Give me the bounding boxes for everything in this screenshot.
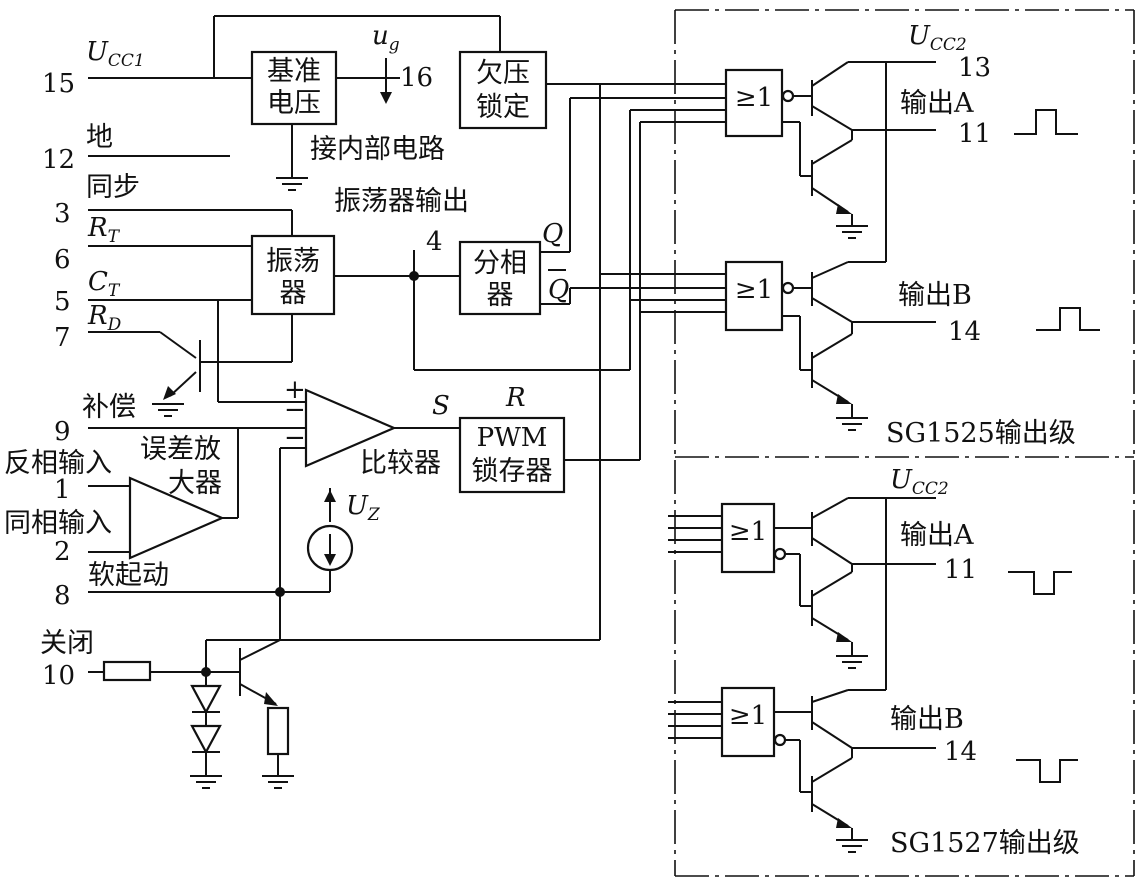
output-a-label-sg1527: 输出A — [900, 520, 974, 551]
softstart-label: 软起动 — [88, 560, 169, 591]
q-label: Q — [542, 219, 563, 249]
comparator-minus-2: − — [284, 423, 306, 453]
comparator-label: 比较器 — [360, 448, 441, 479]
output-a-label-sg1525: 输出A — [900, 88, 974, 119]
sg1527-output-stage-label: SG1527输出级 — [890, 828, 1080, 859]
output-b-label-sg1527: 输出B — [890, 704, 964, 735]
splitter-label-1: 分相 — [473, 248, 527, 279]
pin-15: 15 — [42, 69, 75, 99]
pin-2: 2 — [54, 537, 71, 567]
reference-label-1: 基准 — [267, 56, 321, 87]
ucc1-label: UCC1 — [86, 37, 145, 71]
sg1527-output-stage — [668, 497, 1078, 853]
or-gate-2-label: ≥1 — [735, 275, 773, 305]
pin-12: 12 — [42, 145, 75, 175]
error-amp-label-1: 误差放 — [140, 434, 221, 465]
oscillator-label-1: 振荡 — [266, 246, 320, 277]
output-b-label-sg1525: 输出B — [898, 280, 972, 311]
sg1525-output-stage-label: SG1525输出级 — [886, 418, 1076, 449]
or-gate-3-label: ≥1 — [729, 517, 767, 547]
pin-1: 1 — [54, 475, 71, 505]
set-label: S — [432, 391, 450, 421]
splitter-label-2: 器 — [487, 280, 514, 311]
inverting-input-label: 反相输入 — [4, 448, 112, 479]
ground-label: 地 — [86, 122, 113, 153]
pin-10: 10 — [42, 661, 75, 691]
ug-label: ug — [372, 21, 400, 55]
phase-splitter-block — [458, 240, 542, 316]
pin-4: 4 — [426, 227, 443, 257]
or-gate-1-label: ≥1 — [735, 83, 773, 113]
comparator-plus: + — [284, 375, 306, 405]
compensation-label: 补偿 — [82, 392, 136, 423]
uvlo-label-2: 锁定 — [476, 92, 530, 123]
ucc2-label-sg1527: UCC2 — [890, 465, 949, 499]
qbar-label: Q — [548, 275, 569, 305]
comparator-minus-1: − — [284, 395, 306, 425]
oscillator-output-label: 振荡器输出 — [334, 186, 469, 217]
pwm-latch-block — [458, 416, 566, 494]
reference-label-2: 电压 — [267, 88, 321, 119]
pin-14-sg1525: 14 — [948, 317, 981, 347]
pin-9: 9 — [54, 417, 71, 447]
pin-7: 7 — [54, 323, 71, 353]
oscillator-label-2: 器 — [280, 278, 307, 309]
pin-13: 13 — [958, 53, 991, 83]
sg1525-output-stage — [724, 61, 1100, 431]
ct-label: CT — [88, 267, 121, 301]
sync-label: 同步 — [86, 172, 140, 203]
pin-6: 6 — [54, 245, 71, 275]
uvlo-label-1: 欠压 — [476, 58, 530, 89]
reference-voltage-block — [250, 50, 338, 126]
pin-5: 5 — [54, 287, 71, 317]
shutdown-label: 关闭 — [40, 628, 94, 659]
internal-circuit-label: 接内部电路 — [310, 134, 445, 165]
left-wiring — [88, 15, 726, 789]
error-amp-label-2: 大器 — [168, 468, 222, 499]
pin-16: 16 — [400, 63, 433, 93]
pin-11-sg1527: 11 — [944, 555, 977, 585]
latch-label: 锁存器 — [472, 456, 553, 487]
pin-14-sg1527: 14 — [944, 737, 977, 767]
rt-label: RT — [87, 213, 121, 247]
reset-label: R — [505, 383, 526, 413]
pin-11-sg1525: 11 — [958, 119, 991, 149]
oscillator-block — [250, 234, 336, 316]
or-gate-4-label: ≥1 — [729, 701, 767, 731]
output-stage-frames — [674, 9, 1135, 877]
undervoltage-lockout-block — [458, 50, 548, 130]
uz-label: UZ — [346, 491, 381, 525]
pin-3: 3 — [54, 199, 71, 229]
pin-8: 8 — [54, 581, 71, 611]
rd-label: RD — [87, 301, 122, 335]
pwm-label: PWM — [477, 423, 548, 453]
noninverting-input-label: 同相输入 — [4, 508, 112, 539]
ucc2-label-sg1525: UCC2 — [908, 21, 967, 55]
